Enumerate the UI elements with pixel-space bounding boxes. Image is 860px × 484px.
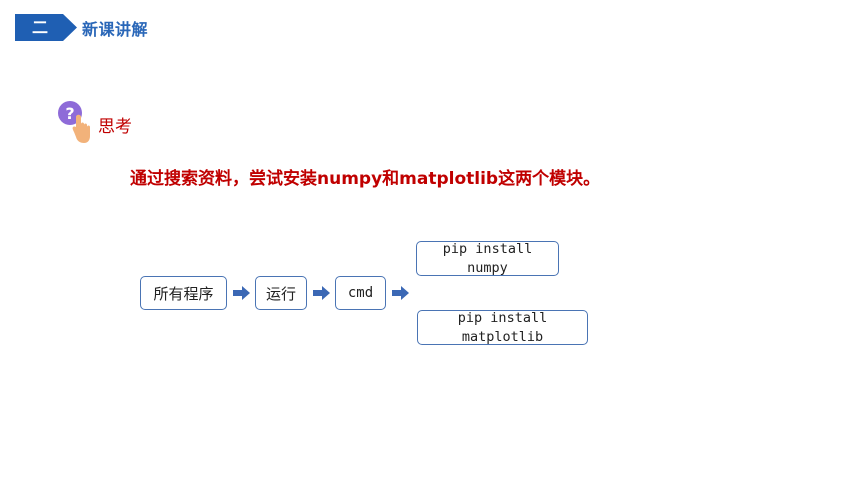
pip-install-matplotlib-line2: matplotlib — [461, 328, 544, 345]
pip-install-numpy-box: pip install numpy — [416, 241, 559, 276]
question-hand-icon: ? — [57, 99, 93, 145]
pip-install-matplotlib-line1: pip install — [457, 309, 548, 326]
task-text: 通过搜索资料，尝试安装numpy和matplotlib这两个模块。 — [130, 169, 601, 189]
pip-install-matplotlib-box: pip install matplotlib — [417, 310, 588, 345]
think-label: 思考 — [98, 117, 132, 137]
pip-install-numpy-line1: pip install — [442, 240, 533, 257]
step-all-programs-label: 所有程序 — [153, 284, 214, 303]
section-number: 二 — [31, 18, 48, 37]
step-run-label: 运行 — [265, 284, 296, 303]
svg-text:?: ? — [65, 104, 74, 123]
section-title: 新课讲解 — [82, 20, 149, 39]
step-all-programs-box: 所有程序 — [140, 276, 227, 310]
section-tag-shape — [15, 14, 77, 41]
arrow-right-icon — [313, 286, 330, 300]
arrow-right-icon — [392, 286, 409, 300]
section-tag: 二 — [15, 14, 77, 41]
step-cmd-box: cmd — [335, 276, 386, 310]
arrow-right-icon — [233, 286, 250, 300]
pip-install-numpy-line2: numpy — [467, 259, 508, 276]
step-run-box: 运行 — [255, 276, 307, 310]
step-cmd-label: cmd — [347, 285, 374, 301]
